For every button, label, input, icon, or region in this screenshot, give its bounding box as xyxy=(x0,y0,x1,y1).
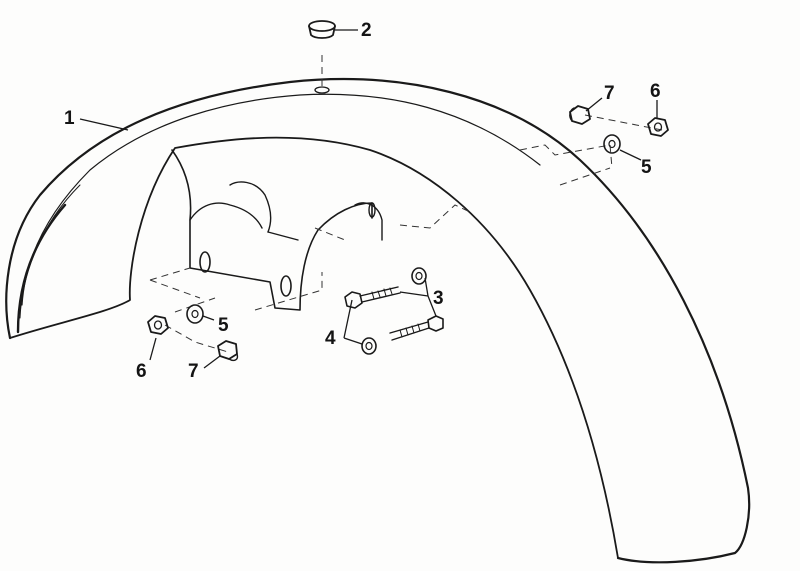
fender-bracket xyxy=(171,149,383,311)
plug-part xyxy=(308,20,336,39)
washer-lower xyxy=(361,337,377,355)
callout-6-left: 6 xyxy=(136,361,147,382)
callout-1: 1 xyxy=(64,108,75,129)
bolt-lower xyxy=(389,315,444,341)
callout-6-right: 6 xyxy=(650,81,661,102)
nut-right xyxy=(647,117,669,137)
front-fender xyxy=(5,77,751,564)
callout-7-right: 7 xyxy=(604,83,615,104)
leader-lines xyxy=(79,29,658,369)
nut-left xyxy=(147,315,169,335)
callout-5-left: 5 xyxy=(218,315,229,336)
callout-4: 4 xyxy=(325,328,336,349)
callout-3: 3 xyxy=(433,288,444,309)
callout-2: 2 xyxy=(361,20,372,41)
callout-7-left: 7 xyxy=(188,361,199,382)
callout-5-right: 5 xyxy=(641,157,652,178)
cap-nut-left xyxy=(217,340,239,362)
cap-nut-right xyxy=(569,105,591,125)
washer-left xyxy=(186,304,204,324)
callout-labels: 1 2 3 4 5 5 6 6 7 7 xyxy=(64,20,661,382)
washer-right xyxy=(603,134,621,154)
bolt-upper xyxy=(344,286,401,309)
washer-upper xyxy=(411,267,427,285)
